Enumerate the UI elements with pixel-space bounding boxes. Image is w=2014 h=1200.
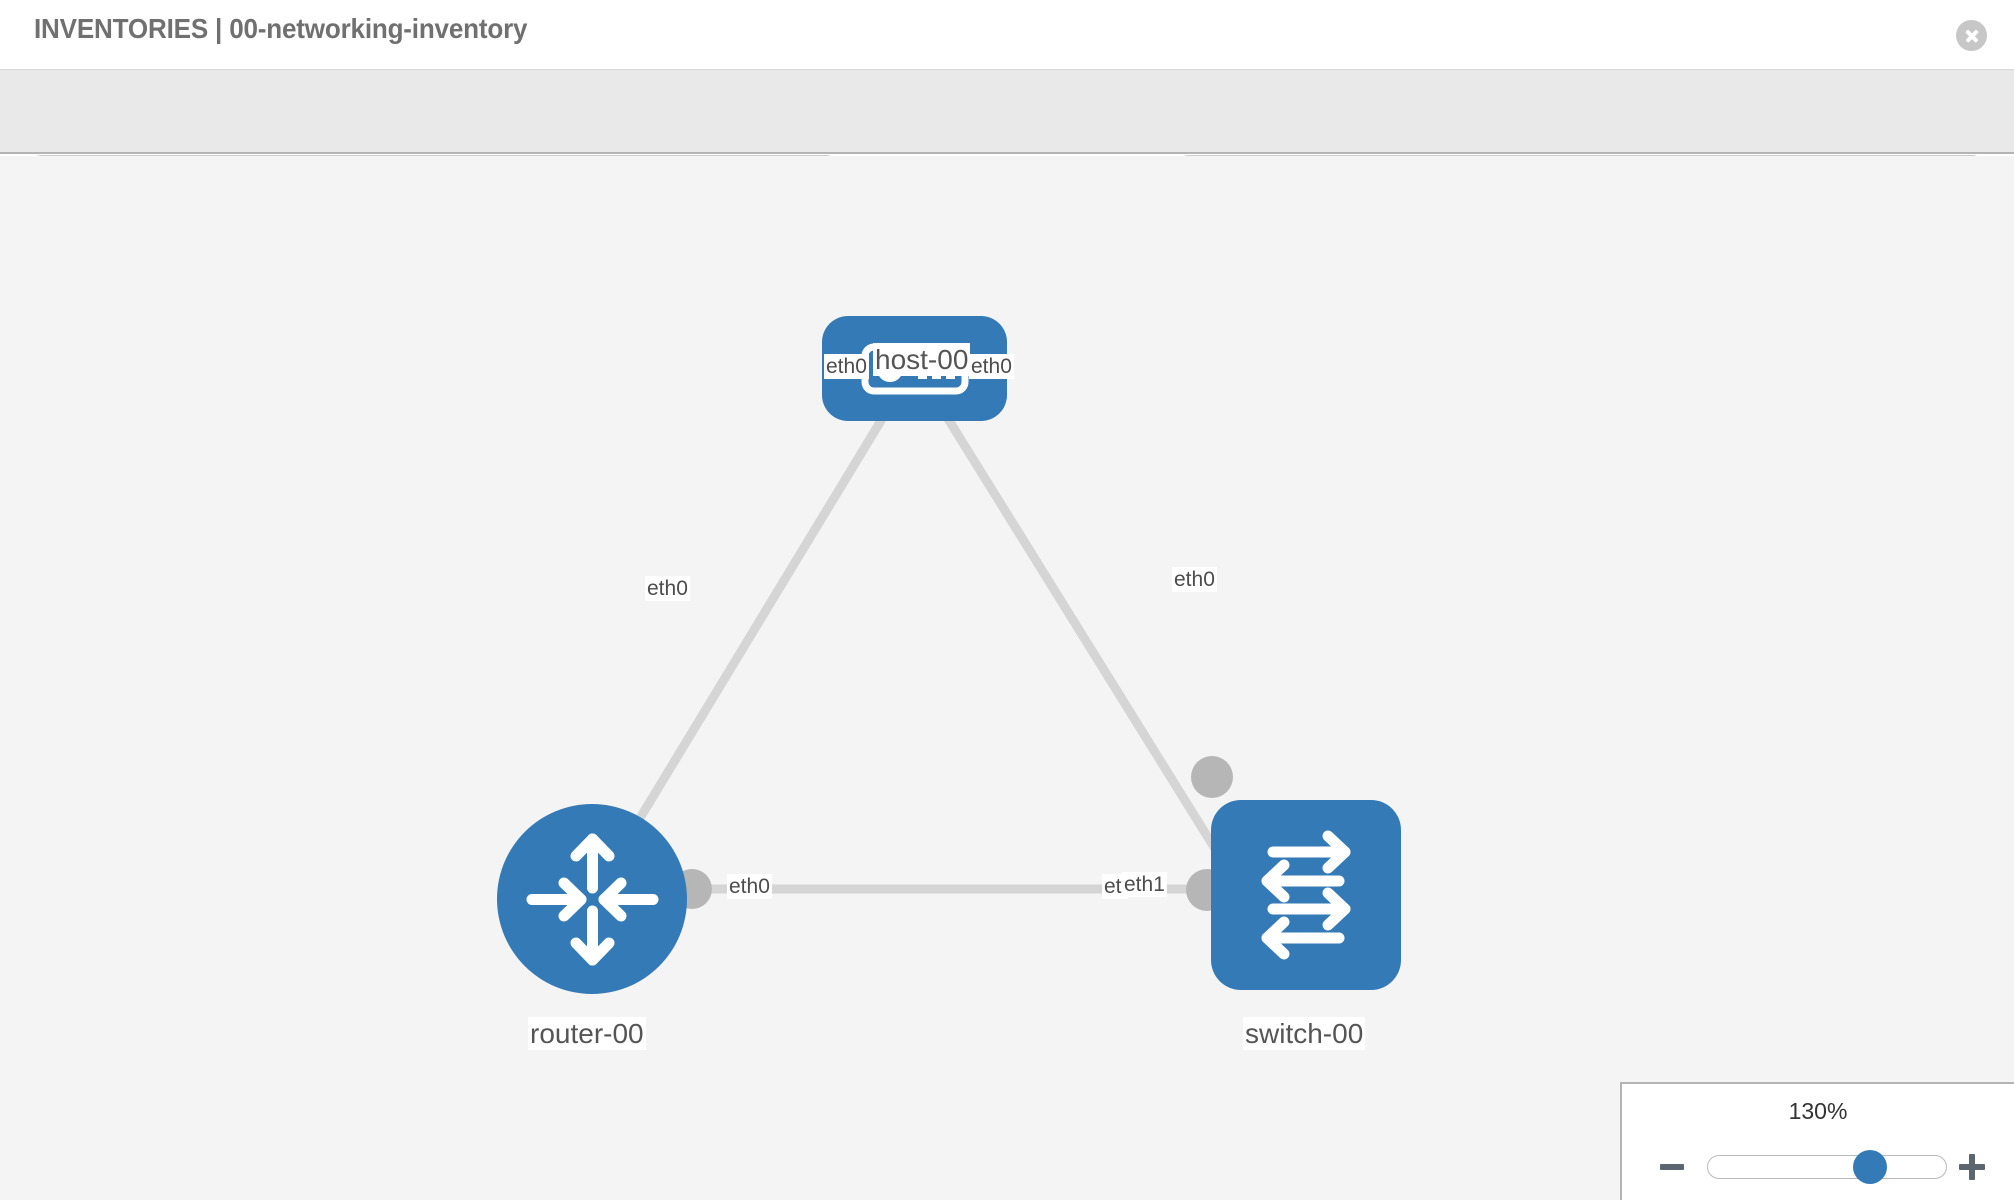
- interface-label-switch-up: eth0: [1172, 567, 1217, 592]
- zoom-level-value: 130%: [1788, 1098, 1848, 1124]
- interface-label-host-left: eth0: [824, 354, 869, 379]
- zoom-slider-track[interactable]: [1707, 1150, 1947, 1184]
- node-switch-00[interactable]: [1211, 800, 1401, 990]
- node-label-switch-00: switch-00: [1243, 1017, 1366, 1050]
- interface-label-router-right: eth0: [727, 874, 772, 899]
- topology-links-layer: [592, 409, 1311, 894]
- topology-canvas[interactable]: host-00 router-00 switch-00 eth0 eth0 et…: [0, 156, 2014, 1200]
- node-router-00[interactable]: [497, 804, 687, 994]
- interface-label-router-up: eth0: [645, 576, 690, 601]
- interface-label-host-right: eth0: [969, 354, 1014, 379]
- link-router-host: [592, 409, 890, 894]
- page-title: INVENTORIES | 00-networking-inventory: [34, 13, 528, 44]
- interface-dot-switch-top[interactable]: [1191, 756, 1233, 798]
- page-header: INVENTORIES | 00-networking-inventory: [0, 0, 2014, 69]
- switch-arrows-icon: [1261, 830, 1351, 960]
- interface-label-switch-left: eth1: [1122, 872, 1167, 897]
- router-arrows-icon: [526, 833, 658, 965]
- zoom-in-button[interactable]: [1957, 1152, 1987, 1182]
- node-label-router-00: router-00: [528, 1017, 646, 1050]
- zoom-slider-thumb[interactable]: [1852, 1150, 1887, 1184]
- close-icon[interactable]: [1956, 20, 1987, 51]
- zoom-out-button[interactable]: [1657, 1152, 1687, 1182]
- node-label-host-00: host-00: [873, 343, 971, 376]
- toolbar: ACTIONS SEARCH: [0, 69, 2014, 208]
- zoom-control-panel: 130%: [1620, 1082, 2014, 1200]
- link-host-switch: [940, 409, 1245, 894]
